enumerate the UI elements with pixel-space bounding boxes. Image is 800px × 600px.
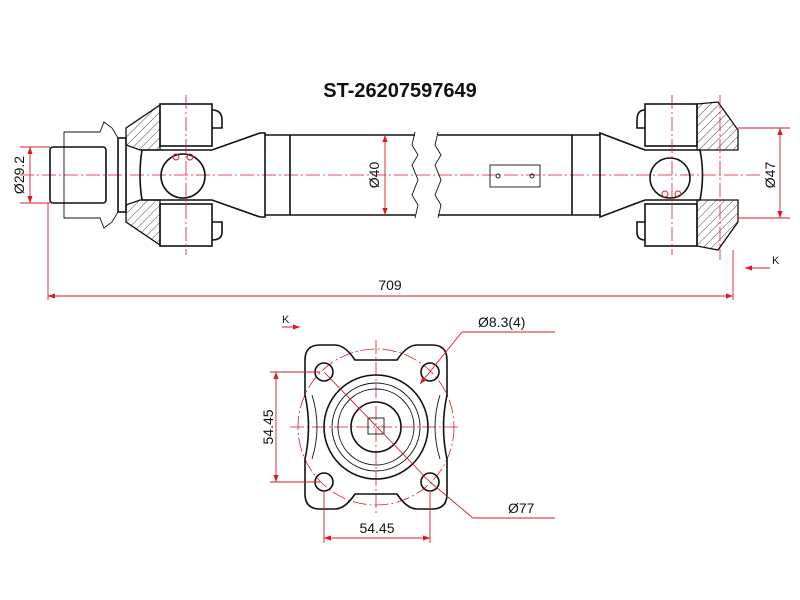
- view-marker-k-2: K: [282, 314, 290, 326]
- dim-bolt-circle: Ø77: [508, 500, 535, 516]
- part-number-title: ST-26207597649: [323, 80, 476, 102]
- right-ear-top: [644, 103, 698, 147]
- cross-bearing: [160, 153, 206, 199]
- flange-hatch-bottom: [696, 199, 739, 251]
- hub-inner: [350, 401, 402, 453]
- side-view: [20, 95, 760, 260]
- dim-flange-diameter: Ø47: [762, 162, 778, 189]
- balance-weight: [489, 164, 541, 188]
- right-ear-bottom: [644, 203, 698, 247]
- dim-vertical-spacing: 54.45: [260, 409, 276, 444]
- dim-overall-length: 709: [378, 277, 402, 293]
- flange-view: K 54.45 54.45 Ø8.3(4) Ø77: [260, 314, 555, 543]
- dim-horizontal-spacing: 54.45: [359, 520, 394, 536]
- flange-outline: [304, 344, 448, 510]
- center-mark: [367, 417, 385, 435]
- yoke-hatch-bottom: [125, 199, 161, 247]
- tube-right: [438, 134, 600, 216]
- flange-hatch-top: [696, 101, 739, 151]
- yoke-hatch-top: [125, 103, 161, 151]
- right-cross-bearing: [649, 157, 691, 199]
- spline-stub: [49, 146, 107, 204]
- dim-tube-diameter: Ø40: [366, 162, 382, 189]
- tube-left: [265, 134, 415, 216]
- seal-ring: [117, 137, 127, 213]
- hub-outer: [323, 374, 429, 480]
- dim-stub-diameter: Ø29.2: [11, 156, 27, 194]
- view-marker-k: K: [772, 255, 780, 267]
- side-dimensions: Ø29.2 Ø40 Ø47 709 K: [11, 127, 790, 300]
- dim-hole-diameter: Ø8.3(4): [478, 314, 525, 330]
- yoke-body: [139, 132, 266, 218]
